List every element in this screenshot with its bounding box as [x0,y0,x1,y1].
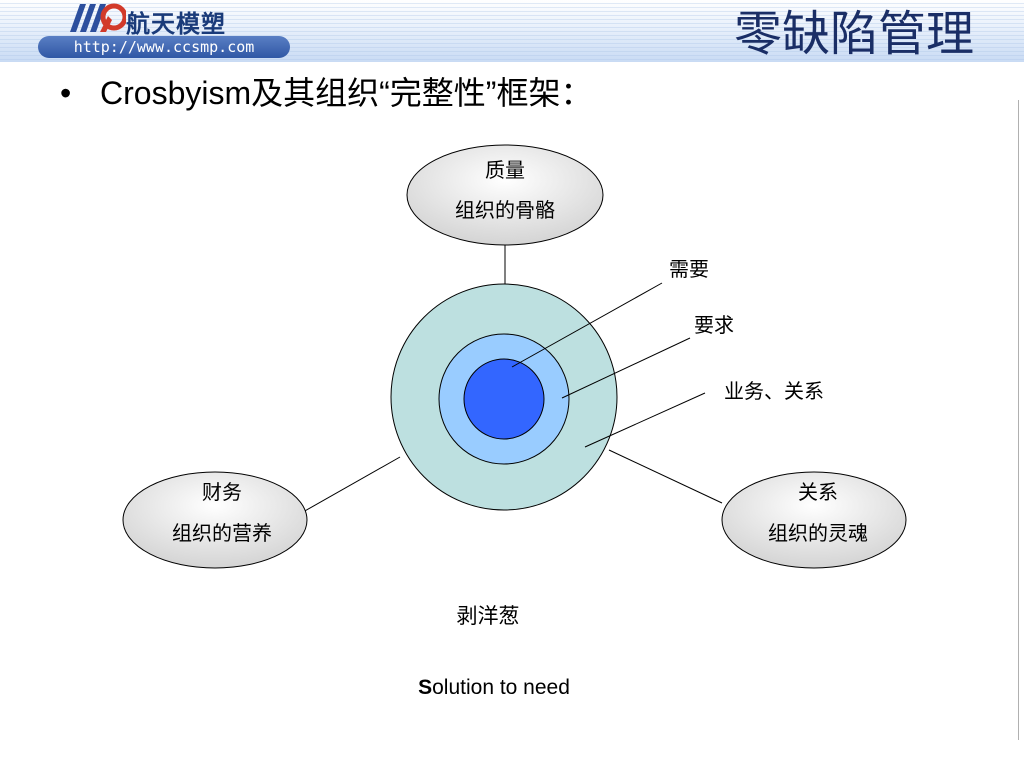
node-relationship-line2: 组织的灵魂 [768,521,868,545]
header-bar: 航天模塑 http://www.ccsmp.com 零缺陷管理 [0,0,1024,62]
label-outer: 业务、关系 [724,379,824,403]
leader-outer [584,392,706,448]
label-inner: 需要 [669,257,709,281]
logo-text: 航天模塑 [126,10,226,38]
node-finance-line2: 组织的营养 [172,521,272,545]
label-middle: 要求 [694,313,734,337]
bullet-dot-icon: • [60,75,72,111]
node-finance-line1: 财务 [202,480,242,504]
leader-inner [511,282,663,368]
node-relationship-ellipse [721,471,907,569]
caption-solution-rest: olution to need [432,676,570,699]
connector-left [302,456,401,513]
node-relationship-line1: 关系 [798,480,838,504]
right-divider [1018,100,1019,740]
caption-solution: Solution to need [0,676,1006,700]
connector-right [608,449,723,504]
bullet-text: Crosbyism及其组织“完整性”框架： [100,75,593,111]
caption-peel-onion: 剥洋葱 [456,604,520,628]
node-quality-ellipse [406,144,604,246]
page-title: 零缺陷管理 [733,6,974,62]
inner-core [463,358,545,440]
node-quality-line1: 质量 [485,158,525,182]
node-quality-line2: 组织的骨骼 [455,198,555,222]
website-url[interactable]: http://www.ccsmp.com [38,36,290,58]
node-quality: 质量 组织的骨骼 [406,144,604,246]
leader-middle [561,337,691,399]
node-relationship: 关系 组织的灵魂 [721,471,907,569]
bullet-point: • Crosbyism及其组织“完整性”框架： [60,68,592,114]
caption-solution-initial: S [418,676,433,699]
node-finance: 财务 组织的营养 [122,471,308,569]
node-finance-ellipse [122,471,308,569]
company-logo-icon [70,3,126,32]
